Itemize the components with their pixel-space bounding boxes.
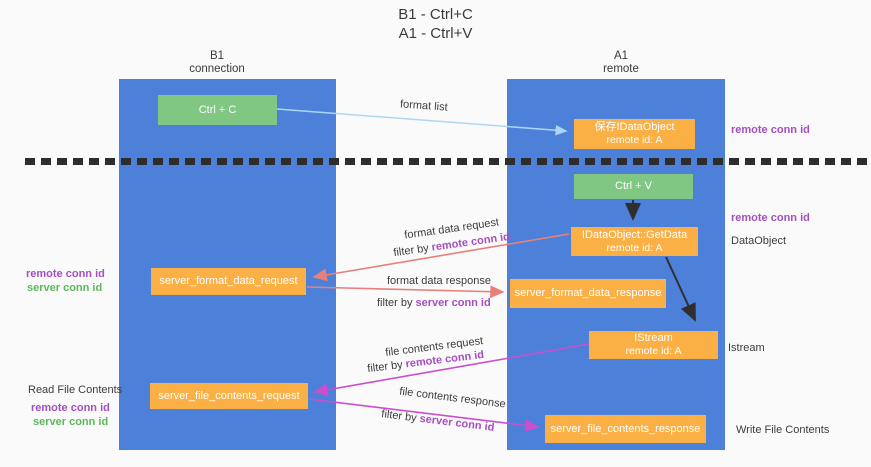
diagram-title: B1 - Ctrl+C A1 - Ctrl+V — [0, 5, 871, 43]
remote-conn-id-label-getdata: remote conn id — [731, 212, 810, 224]
istream-box: IStream remote id: A — [589, 331, 718, 359]
right-column-name: A1 — [613, 50, 629, 62]
istream-line1: IStream — [634, 332, 673, 344]
left-column-role: connection — [189, 63, 245, 75]
save-idataobject-box: 保存IDataObject remote id: A — [574, 119, 695, 149]
left-column-header: B1 connection — [157, 50, 277, 76]
title-line-2: A1 - Ctrl+V — [398, 25, 473, 42]
read-file-contents-label: Read File Contents — [28, 384, 123, 396]
getdata-line2: remote id: A — [606, 241, 663, 254]
filter-by-text: filter by — [392, 241, 433, 260]
dataobject-label: DataObject — [731, 235, 787, 247]
right-column-header: A1 remote — [561, 50, 681, 76]
server-file-contents-request-box: server_file_contents_request — [150, 383, 308, 409]
ctrl-c-box: Ctrl + C — [158, 95, 277, 125]
file-contents-response-label: file contents response — [398, 385, 507, 411]
server-format-data-response-box: server_format_data_response — [510, 279, 666, 308]
remote-conn-id-label-file: remote conn id — [31, 402, 110, 414]
save-idataobject-line2: remote id: A — [606, 134, 663, 146]
server-file-contents-response-box: server_file_contents_response — [545, 415, 706, 443]
write-file-contents-label: Write File Contents — [736, 424, 830, 436]
server-format-data-request-box: server_format_data_request — [151, 268, 306, 295]
format-response-filter-label: filter by server conn id — [377, 297, 491, 309]
dashed-divider — [25, 158, 871, 165]
getdata-line1: IDataObject::GetData — [581, 228, 688, 241]
format-list-label: format list — [399, 98, 449, 114]
istream-line2: remote id: A — [625, 345, 682, 357]
save-idataobject-line1: 保存IDataObject — [594, 121, 675, 133]
server-conn-id-key: server conn id — [415, 297, 491, 309]
filter-by-text: filter by — [377, 297, 416, 309]
format-data-response-label: format data response — [387, 275, 491, 287]
istream-side-label: Istream — [728, 342, 765, 354]
remote-conn-id-label-format: remote conn id — [26, 268, 105, 280]
format-response-arrow — [306, 285, 505, 299]
server-conn-id-label-file: server conn id — [33, 416, 109, 428]
filter-by-text: filter by — [366, 358, 407, 376]
file-response-filter-label: filter by server conn id — [381, 408, 495, 434]
server-conn-id-key: server conn id — [418, 412, 496, 434]
filter-by-text: filter by — [380, 408, 421, 425]
title-line-1: B1 - Ctrl+C — [398, 6, 473, 23]
getdata-box: IDataObject::GetData remote id: A — [571, 227, 698, 256]
server-conn-id-label-format: server conn id — [27, 282, 103, 294]
remote-conn-id-label-save: remote conn id — [731, 124, 810, 136]
right-column-role: remote — [603, 63, 639, 75]
ctrl-v-box: Ctrl + V — [574, 174, 693, 199]
left-column-name: B1 — [209, 50, 225, 62]
